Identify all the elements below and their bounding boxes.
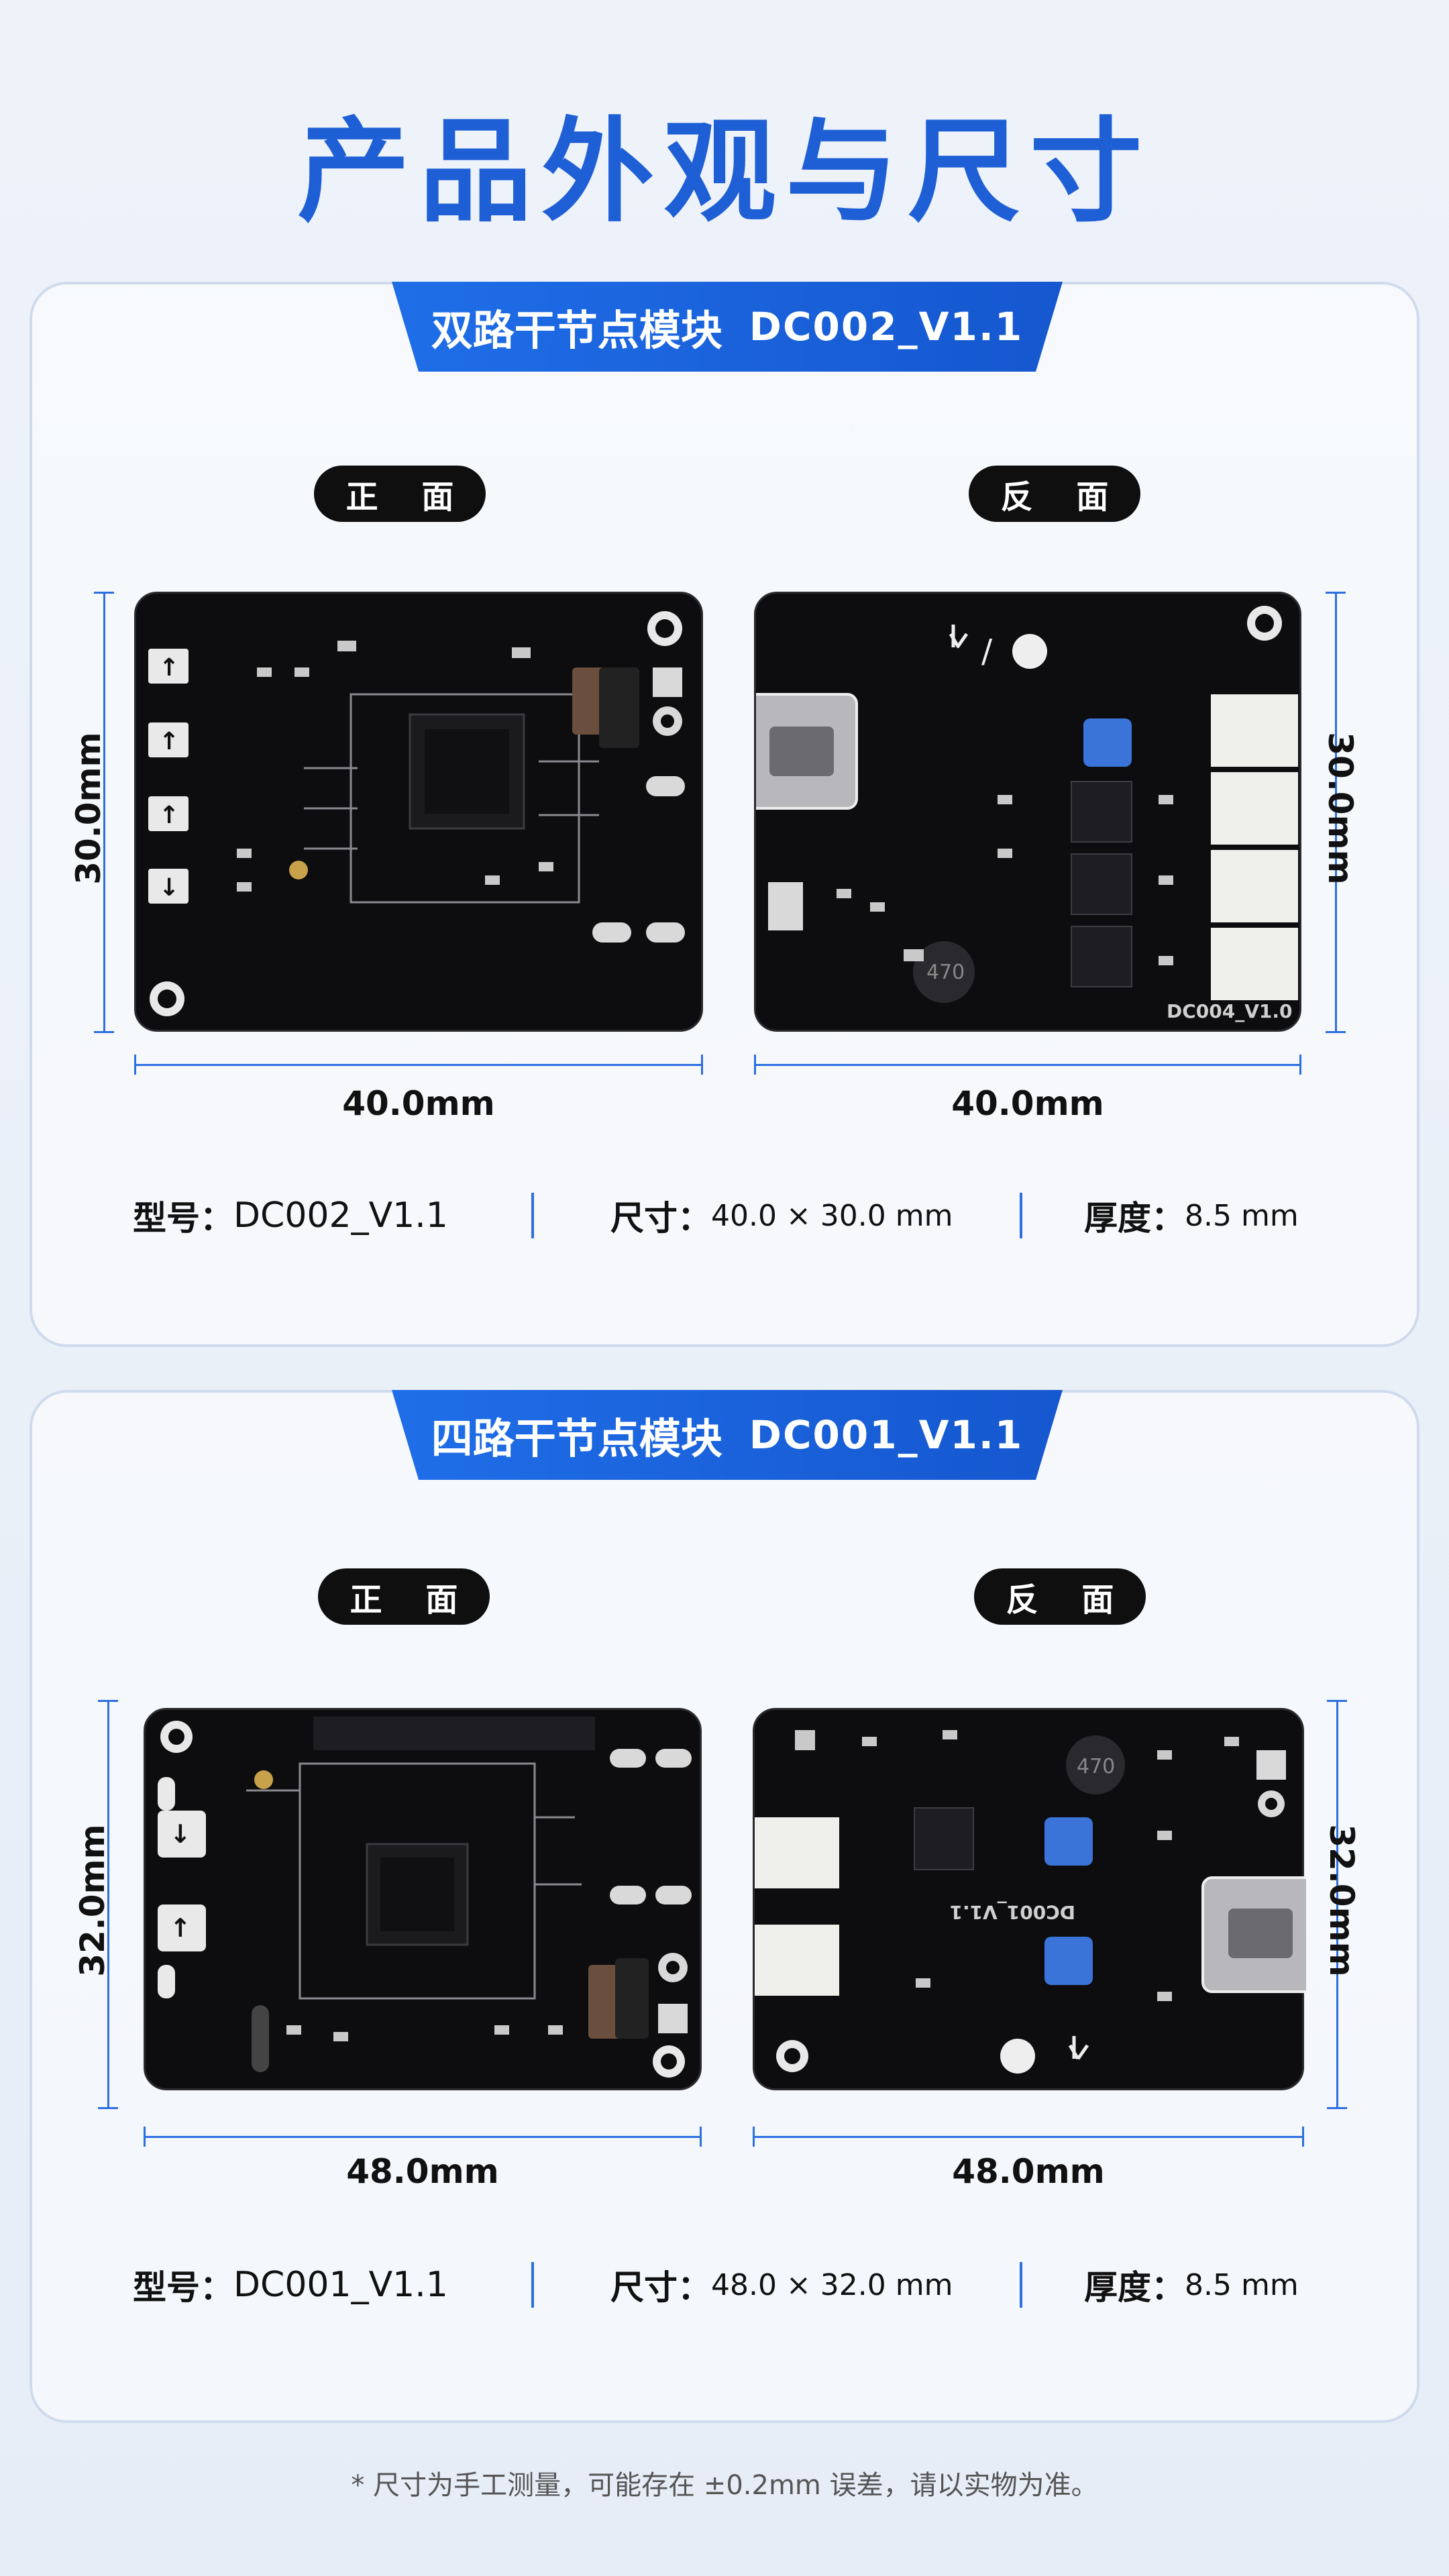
front-label: 正 面 [318,1568,490,1625]
height-dimension-label: 32.0mm [73,1824,112,1977]
back-board-graphic: / 470 DC004_V1.0 [740,606,1298,1022]
spec-thickness: 厚度： 8.5 mm [1084,1189,1299,1242]
module-name: 双路干节点模块 [431,306,722,355]
width-dimension-label: 40.0mm [342,1084,495,1123]
module-card-dc001: 四路干节点模块 DC001_V1.1 正 面 反 面 32.0mm 32.0mm… [30,1390,1419,2423]
spec-row: 型号： DC002_V1.1 尺寸： 40.0 × 30.0 mm 厚度： 8.… [32,1189,1422,1242]
module-banner: 四路干节点模块 DC001_V1.1 [392,1390,1063,1480]
spec-thickness-value: 8.5 mm [1185,2267,1299,2302]
back-board: / 470 DC004_V1.0 [740,592,1301,1032]
inductor-mark: 470 [926,961,965,984]
svg-text:↑: ↑ [170,1913,191,1943]
height-dimension-label: 30.0mm [69,732,108,885]
spec-model: 型号： DC001_V1.1 [133,2258,448,2312]
spec-thickness-key: 厚度： [1084,2268,1185,2307]
module-code: DC002_V1.1 [749,304,1024,350]
spec-size: 尺寸： 40.0 × 30.0 mm [610,1189,953,1242]
spec-thickness-key: 厚度： [1084,1199,1185,1238]
front-board: ↓↑ [144,1708,702,2090]
svg-text:↑: ↑ [159,728,179,755]
spec-size-key: 尺寸： [610,2268,711,2307]
height-dimension-label: 30.0mm [1321,732,1360,885]
width-dimension-line [134,1055,703,1075]
spec-model: 型号： DC002_V1.1 [133,1189,448,1242]
svg-text:↓: ↓ [159,874,179,902]
width-dimension-line [144,2127,702,2147]
svg-text:/: / [981,633,993,670]
footnote: * 尺寸为手工测量，可能存在 ±0.2mm 误差，请以实物为准。 [351,2470,1098,2501]
width-dimension-line [754,1055,1301,1075]
front-board-graphic: ↓↑ [158,1717,692,2078]
width-dimension-line [753,2127,1304,2147]
width-dimension-label: 40.0mm [951,1084,1104,1123]
back-silkscreen: DC004_V1.0 [1167,1000,1293,1022]
spec-size-value: 40.0 × 30.0 mm [711,1198,953,1233]
inductor-mark: 470 [1077,1755,1115,1778]
back-label: 反 面 [974,1568,1146,1625]
height-dimension-line [98,1700,118,2109]
spec-model-key: 型号： [133,2268,233,2307]
svg-text:↓: ↓ [170,1819,191,1849]
spec-model-value: DC002_V1.1 [233,1195,448,1236]
back-board: 470 DC001_V1.1 [739,1708,1320,2090]
height-dimension-label: 32.0mm [1322,1824,1361,1977]
front-label: 正 面 [314,466,486,522]
module-banner: 双路干节点模块 DC002_V1.1 [392,282,1063,372]
spec-size-key: 尺寸： [610,1199,711,1238]
page-title: 产品外观与尺寸 [297,106,1152,237]
height-dimension-line [94,592,114,1033]
spec-size: 尺寸： 48.0 × 32.0 mm [610,2258,953,2312]
height-dimension-line [1326,592,1346,1033]
module-name: 四路干节点模块 [431,1414,722,1463]
front-board: ↑ ↑ ↑ ↓ [134,592,703,1032]
spec-size-value: 48.0 × 32.0 mm [711,2267,953,2302]
svg-text:↑: ↑ [159,802,179,829]
front-board-graphic: ↑ ↑ ↑ ↓ [148,611,685,1016]
back-board-graphic: 470 DC001_V1.1 [739,1730,1320,2074]
back-silkscreen: DC001_V1.1 [949,1901,1075,1923]
spec-row: 型号： DC001_V1.1 尺寸： 48.0 × 32.0 mm 厚度： 8.… [32,2258,1422,2312]
spec-divider [531,1193,534,1238]
module-code: DC001_V1.1 [749,1412,1024,1458]
spec-model-value: DC001_V1.1 [233,2265,448,2305]
spec-thickness: 厚度： 8.5 mm [1084,2258,1299,2312]
back-label: 反 面 [969,466,1140,522]
width-dimension-label: 48.0mm [346,2152,499,2191]
height-dimension-line [1327,1700,1347,2109]
spec-model-key: 型号： [133,1199,233,1238]
module-card-dc002: 双路干节点模块 DC002_V1.1 正 面 反 面 30.0mm 30.0mm… [30,282,1419,1347]
spec-divider [1020,2262,1022,2308]
spec-divider [531,2262,534,2308]
spec-thickness-value: 8.5 mm [1185,1198,1299,1233]
svg-text:↑: ↑ [159,654,179,682]
spec-divider [1020,1193,1022,1238]
width-dimension-label: 48.0mm [952,2152,1105,2191]
